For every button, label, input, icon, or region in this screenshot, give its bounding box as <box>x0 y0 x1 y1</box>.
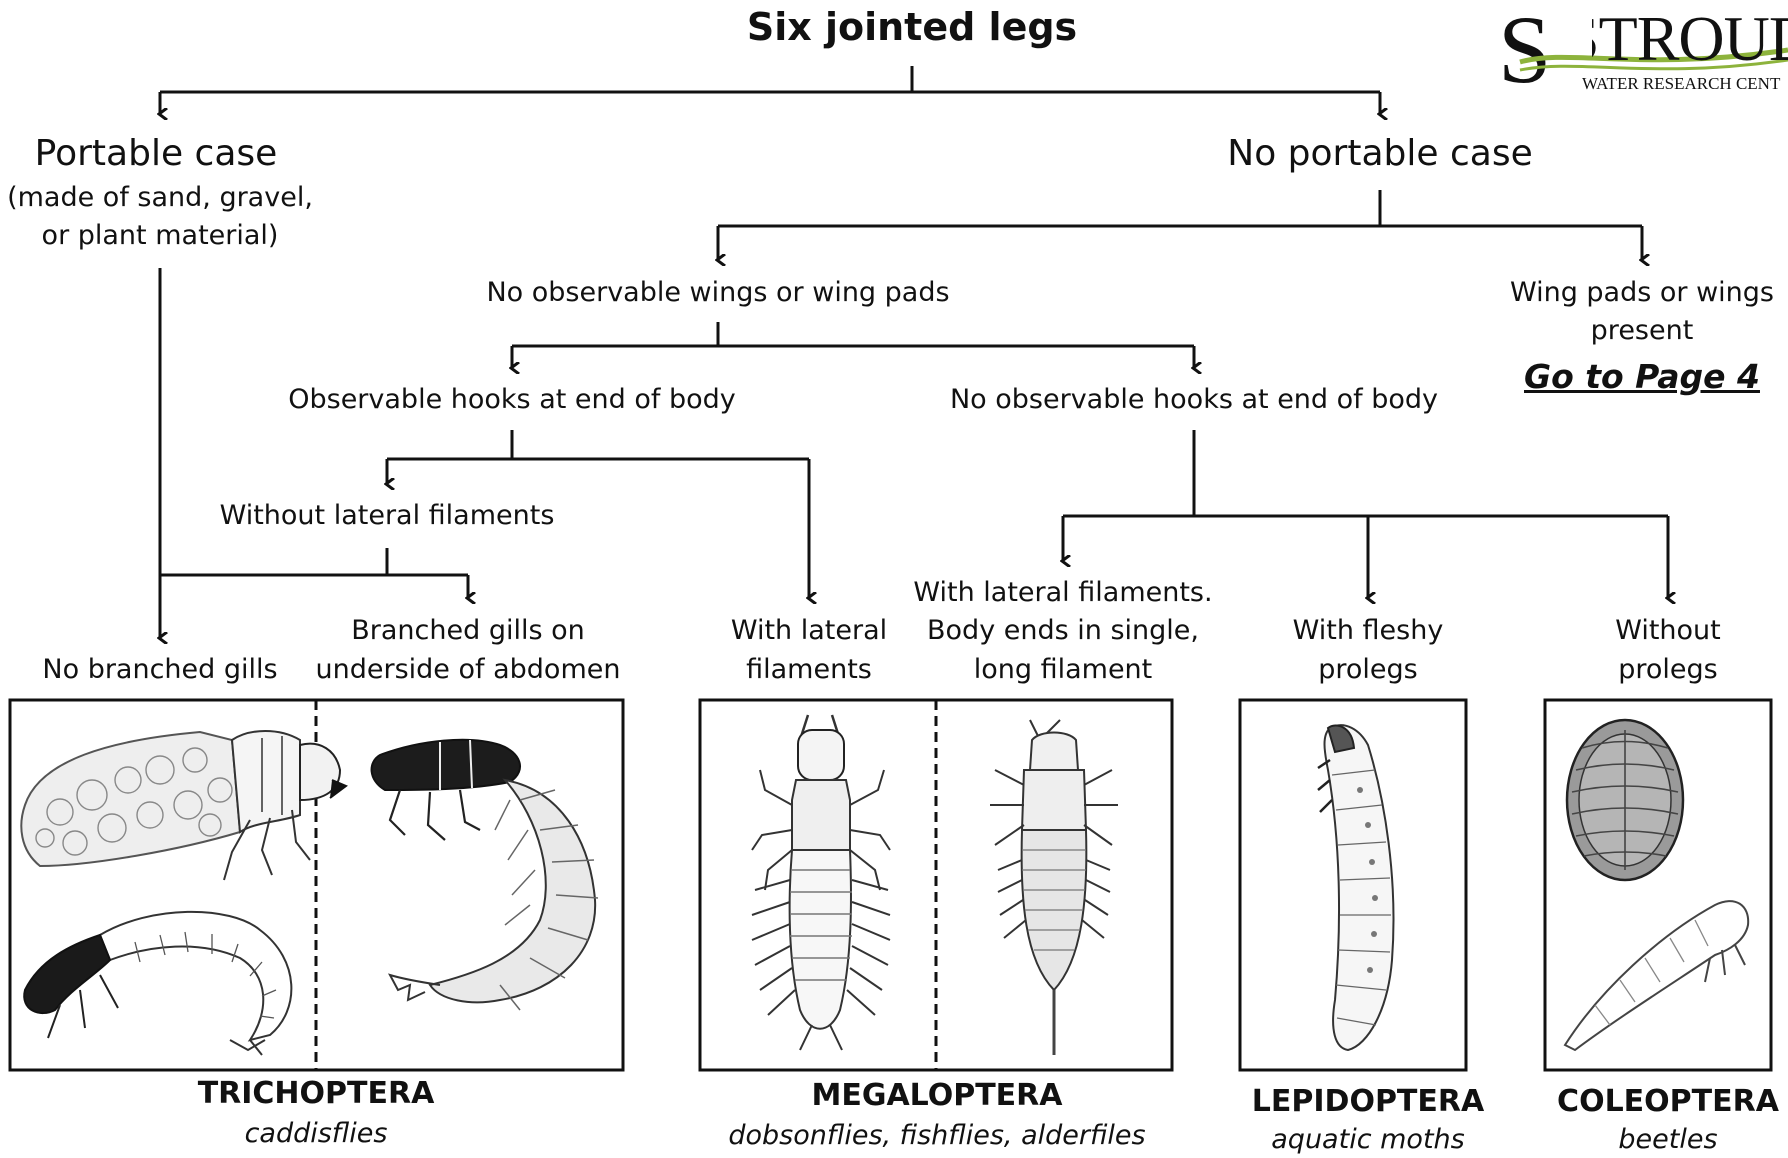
order-common-coleoptera: beetles <box>1528 1122 1788 1158</box>
node-no-wings: No observable wings or wing pads <box>468 275 968 311</box>
node-fleshy-prolegs-1: With fleshy <box>1248 613 1488 649</box>
branched-gill-caddisfly-illustration <box>372 740 598 1010</box>
node-hooks: Observable hooks at end of body <box>262 382 762 418</box>
node-no-portable-case: No portable case <box>1180 130 1580 178</box>
node-with-lateral-1: With lateral <box>709 613 909 649</box>
order-common-megaloptera: dobsonflies, fishflies, alderfiles <box>687 1118 1187 1154</box>
node-fleshy-prolegs-2: prolegs <box>1248 652 1488 688</box>
dobsonfly-larva-illustration <box>752 715 890 1050</box>
order-common-trichoptera: caddisflies <box>166 1116 466 1152</box>
go-to-page-4-link[interactable]: Go to Page 4 <box>1492 355 1788 399</box>
riffle-beetle-larva-illustration <box>1565 901 1748 1050</box>
order-name-lepidoptera: LEPIDOPTERA <box>1218 1082 1518 1122</box>
node-with-lateral-2: filaments <box>709 652 909 688</box>
cased-caddisfly-illustration <box>21 731 346 880</box>
node-portable-case: Portable case <box>0 130 312 178</box>
aquatic-moth-larva-illustration <box>1318 725 1393 1050</box>
node-without-lateral: Without lateral filaments <box>187 498 587 534</box>
node-branched-gills-1: Branched gills on <box>308 613 628 649</box>
node-lateral-single-1: With lateral filaments. <box>903 575 1223 611</box>
key-title: Six jointed legs <box>712 2 1112 52</box>
node-wing-pads-2: present <box>1492 313 1788 349</box>
caseless-caddisfly-illustration <box>24 912 291 1055</box>
node-portable-case-note-1: (made of sand, gravel, <box>0 180 320 216</box>
node-no-hooks: No observable hooks at end of body <box>934 382 1454 418</box>
order-name-megaloptera: MEGALOPTERA <box>737 1076 1137 1116</box>
order-common-lepidoptera: aquatic moths <box>1218 1122 1518 1158</box>
stroud-logo: S STROUD WATER RESEARCH CENT <box>1490 0 1788 100</box>
node-lateral-single-3: long filament <box>903 652 1223 688</box>
order-name-trichoptera: TRICHOPTERA <box>166 1074 466 1114</box>
node-without-prolegs-2: prolegs <box>1548 652 1788 688</box>
node-lateral-single-2: Body ends in single, <box>903 613 1223 649</box>
order-name-coleoptera: COLEOPTERA <box>1528 1082 1788 1122</box>
node-portable-case-note-2: or plant material) <box>0 218 320 254</box>
alderfly-larva-illustration <box>990 720 1118 1055</box>
node-no-branched-gills: No branched gills <box>10 652 310 688</box>
logo-subtitle: WATER RESEARCH CENT <box>1582 74 1780 94</box>
logo-wordmark: STROUD <box>1564 2 1788 76</box>
logo-s-glyph: S <box>1498 0 1551 100</box>
water-penny-illustration <box>1567 720 1683 880</box>
node-wing-pads-1: Wing pads or wings <box>1492 275 1788 311</box>
node-branched-gills-2: underside of abdomen <box>308 652 628 688</box>
node-without-prolegs-1: Without <box>1548 613 1788 649</box>
